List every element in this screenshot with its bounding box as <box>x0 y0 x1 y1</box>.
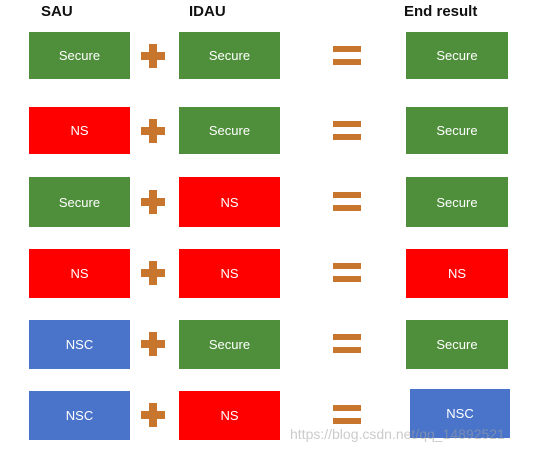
result-box: Secure <box>406 32 508 79</box>
result-box: NSC <box>410 389 510 438</box>
result-box: Secure <box>406 320 508 369</box>
header-idau: IDAU <box>189 3 226 20</box>
sau-box: Secure <box>29 177 130 227</box>
idau-box: NS <box>179 391 280 440</box>
idau-box: Secure <box>179 107 280 154</box>
result-box: Secure <box>406 107 508 154</box>
plus-icon <box>141 261 165 285</box>
sau-box: NS <box>29 249 130 298</box>
sau-box: NSC <box>29 391 130 440</box>
result-box: NS <box>406 249 508 298</box>
plus-icon <box>141 403 165 427</box>
watermark: https://blog.csdn.net/qq_14892521 <box>290 426 505 442</box>
idau-box: NS <box>179 249 280 298</box>
plus-icon <box>141 44 165 68</box>
idau-box: Secure <box>179 320 280 369</box>
equals-icon <box>333 405 361 425</box>
equals-icon <box>333 46 361 66</box>
idau-box: NS <box>179 177 280 227</box>
header-end-result: End result <box>404 3 478 20</box>
equals-icon <box>333 263 361 283</box>
sau-box: Secure <box>29 32 130 79</box>
result-box: Secure <box>406 177 508 227</box>
equals-icon <box>333 192 361 212</box>
plus-icon <box>141 332 165 356</box>
equals-icon <box>333 121 361 141</box>
plus-icon <box>141 190 165 214</box>
idau-box: Secure <box>179 32 280 79</box>
sau-box: NSC <box>29 320 130 369</box>
plus-icon <box>141 119 165 143</box>
sau-box: NS <box>29 107 130 154</box>
equals-icon <box>333 334 361 354</box>
header-sau: SAU <box>41 3 73 20</box>
